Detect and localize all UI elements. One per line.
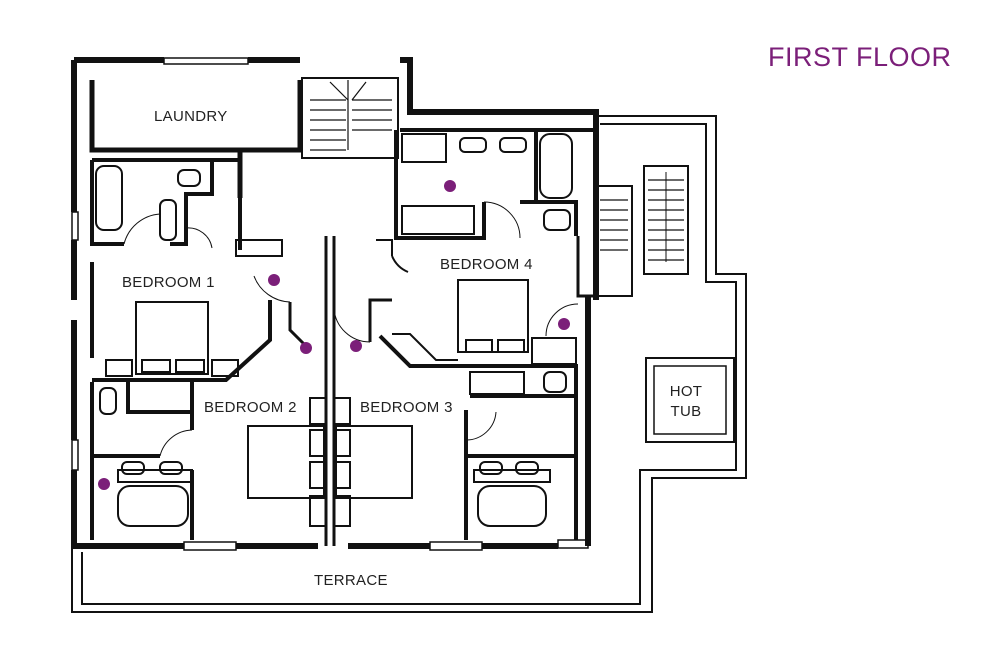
bedroom4-bath	[539, 133, 573, 199]
terrace-inner-line	[81, 123, 737, 605]
bedroom1-bed	[135, 301, 209, 375]
side-stair-1	[595, 185, 633, 297]
ensuite-1-walls	[90, 158, 242, 250]
bedroom2-bath	[117, 485, 189, 527]
bedroom2-toilet	[99, 387, 117, 415]
bedroom3-walls	[378, 334, 578, 540]
main-stair	[301, 77, 399, 159]
main-stair-treads	[310, 80, 392, 151]
bedroom4-ensuite-walls	[394, 128, 596, 240]
hot-tub-outer	[645, 357, 735, 443]
terrace-outline	[71, 115, 747, 613]
bedroom3-bath	[477, 485, 547, 527]
label-terrace: TERRACE	[314, 572, 388, 589]
bedroom4-toilet	[543, 209, 571, 231]
ensuite-1-bath	[95, 165, 123, 231]
bedroom1-wardrobe	[235, 239, 283, 257]
label-hot-tub-line2: TUB	[670, 403, 702, 420]
laundry-walls	[89, 80, 303, 198]
ensuite-1-toilet	[177, 169, 201, 187]
bedroom2-vanity	[117, 469, 193, 483]
label-laundry: LAUNDRY	[154, 108, 228, 125]
hot-tub-inner	[653, 365, 727, 435]
exterior-walls	[71, 57, 599, 549]
bedroom1-walls	[90, 262, 272, 382]
label-bedroom-2: BEDROOM 2	[204, 399, 297, 416]
ensuite-1-basin	[159, 199, 177, 241]
side-stair-2	[643, 165, 689, 275]
marker-icon	[98, 478, 110, 490]
marker-icon	[444, 180, 456, 192]
label-hot-tub-line1: HOT	[669, 383, 703, 400]
bedroom3-toilet	[543, 371, 567, 393]
label-hot-tub: HOT TUB	[662, 382, 710, 422]
bedroom2-walls	[90, 382, 194, 540]
side-stair-treads	[600, 179, 684, 261]
marker-icon	[350, 340, 362, 352]
bedroom3-vanity	[473, 469, 551, 483]
label-bedroom-3: BEDROOM 3	[360, 399, 453, 416]
floor-title: FIRST FLOOR	[768, 42, 952, 72]
label-bedroom-1: BEDROOM 1	[122, 274, 215, 291]
door-markers	[98, 180, 570, 490]
windows	[71, 57, 589, 551]
bedroom4-shower	[401, 133, 447, 163]
label-bedroom-4: BEDROOM 4	[440, 256, 533, 273]
marker-icon	[268, 274, 280, 286]
marker-icon	[558, 318, 570, 330]
marker-icon	[300, 342, 312, 354]
